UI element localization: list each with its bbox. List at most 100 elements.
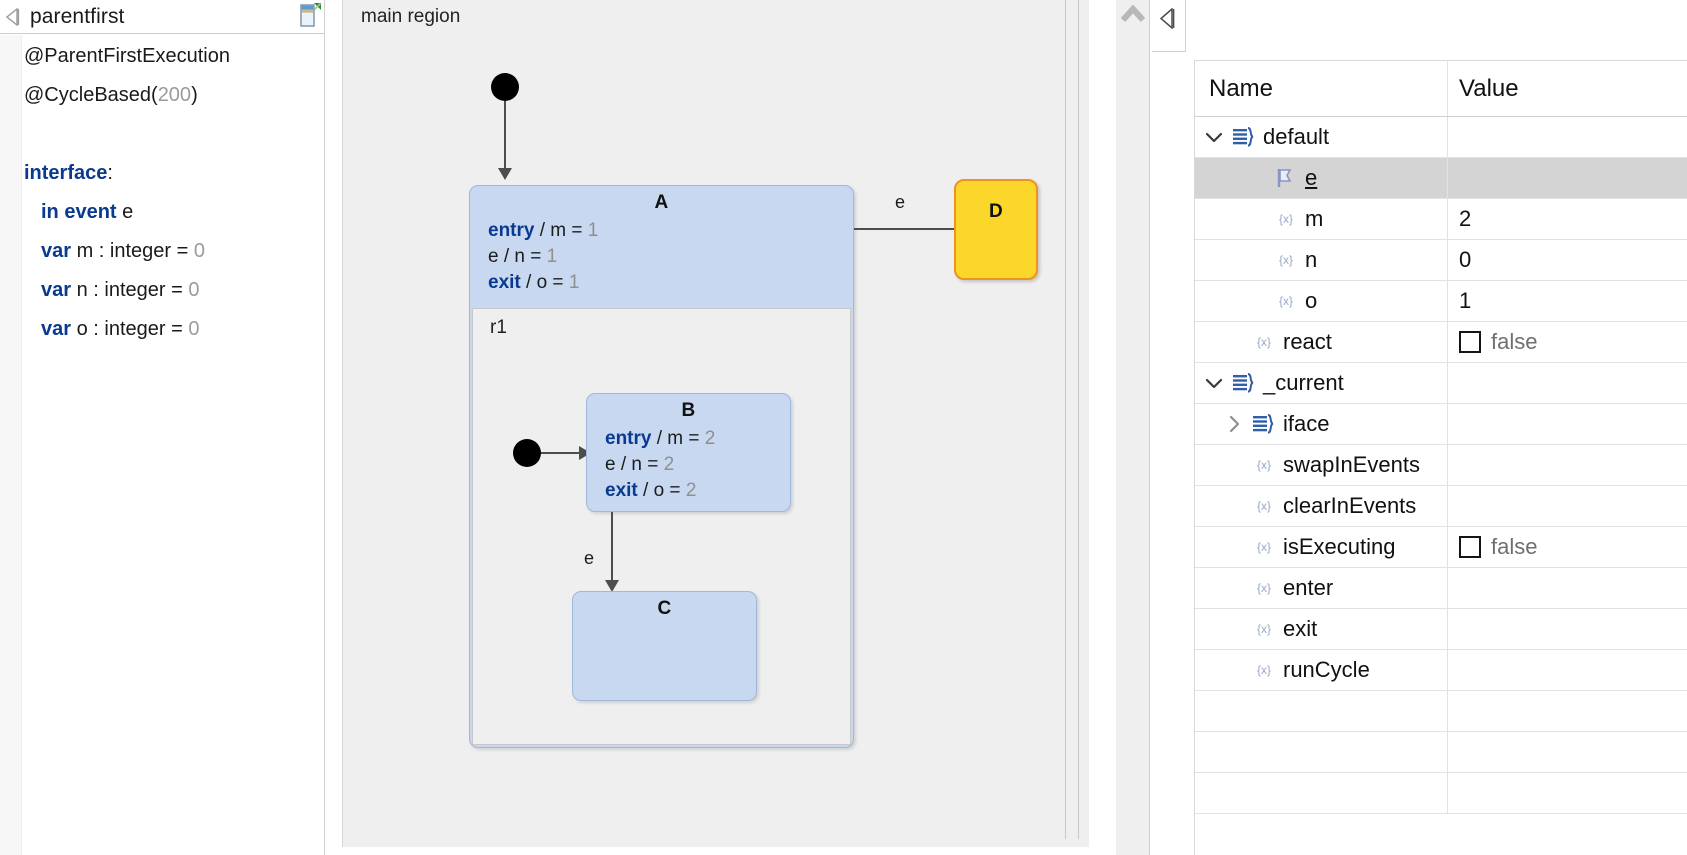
state-C[interactable]: C	[572, 591, 757, 701]
table-row[interactable]: {x}enter	[1195, 568, 1687, 609]
variables-table-header: Name Value	[1195, 61, 1687, 117]
variable-value-cell[interactable]	[1448, 404, 1687, 444]
variable-label: m	[1305, 206, 1324, 231]
table-row[interactable]: {x}clearInEvents	[1195, 486, 1687, 527]
code-line-annotation-parentfirst: @ParentFirstExecution	[24, 45, 230, 67]
table-row[interactable]: default	[1195, 117, 1687, 158]
chevron-down-icon[interactable]	[1201, 130, 1227, 144]
variable-value-cell[interactable]	[1448, 117, 1687, 157]
model-file-icon[interactable]	[290, 0, 324, 34]
chevron-down-icon[interactable]	[1201, 376, 1227, 390]
table-row[interactable]: {x}swapInEvents	[1195, 445, 1687, 486]
table-row[interactable]: {x}runCycle	[1195, 650, 1687, 691]
variable-name-cell[interactable]	[1195, 732, 1448, 772]
state-A-event-text: e / n =	[488, 246, 547, 267]
collapse-left-arrow-icon[interactable]	[1152, 0, 1186, 52]
table-row[interactable]: {x}exit	[1195, 609, 1687, 650]
state-B-event-text: e / n =	[605, 454, 664, 475]
transition-line-A-to-D	[854, 228, 972, 230]
variable-name-cell[interactable]: {x}runCycle	[1195, 650, 1448, 690]
text-model-editor-pane: parentfirst @ParentFirstExecution @Cycle…	[0, 0, 325, 855]
variable-icon: {x}	[1247, 661, 1281, 679]
diagram-canvas[interactable]: main region A entry / m = 1 e / n = 1 ex…	[342, 0, 1089, 847]
variable-value-cell[interactable]: 0	[1448, 240, 1687, 280]
variable-value-cell[interactable]	[1448, 609, 1687, 649]
table-row[interactable]: {x}o 1	[1195, 281, 1687, 322]
variable-name-cell[interactable]: {x}n	[1195, 240, 1448, 280]
checkbox-icon[interactable]	[1459, 331, 1481, 353]
svg-text:{x}: {x}	[1279, 212, 1293, 226]
state-A-entry-action: entry / m = 1	[488, 218, 853, 244]
editor-body[interactable]: @ParentFirstExecution @CycleBased(200) i…	[0, 35, 324, 855]
variable-name-cell[interactable]: {x}clearInEvents	[1195, 486, 1448, 526]
code-keyword-in-event: in event	[41, 201, 117, 223]
code-keyword-interface: interface	[24, 162, 108, 184]
variable-value-cell[interactable]	[1448, 773, 1687, 813]
variable-value-cell[interactable]	[1448, 568, 1687, 608]
panel-divider-strip	[1116, 0, 1186, 855]
variable-name-cell[interactable]: _current	[1195, 363, 1448, 403]
variable-value-cell[interactable]: 2	[1448, 199, 1687, 239]
state-A-entry-rest: / m =	[534, 220, 588, 241]
table-row[interactable]: e	[1195, 158, 1687, 199]
region-r1[interactable]: r1 B entry / m = 2 e / n = 2 exit / o = …	[472, 308, 851, 745]
variable-name-cell[interactable]: {x}enter	[1195, 568, 1448, 608]
variable-value-cell[interactable]	[1448, 445, 1687, 485]
state-B-exit-value: 2	[685, 480, 697, 501]
variable-name-cell[interactable]: {x}swapInEvents	[1195, 445, 1448, 485]
variable-value-cell[interactable]: false	[1448, 527, 1687, 567]
variable-value-cell[interactable]: false	[1448, 322, 1687, 362]
collapse-left-arrow-icon[interactable]	[0, 0, 26, 34]
table-row[interactable]	[1195, 691, 1687, 732]
column-header-value[interactable]: Value	[1459, 74, 1519, 102]
variable-name-cell[interactable]: {x}isExecuting	[1195, 527, 1448, 567]
initial-state-node-main[interactable]	[491, 73, 519, 101]
table-row[interactable]: {x} m 2	[1195, 199, 1687, 240]
checkbox-icon[interactable]	[1459, 536, 1481, 558]
svg-text:{x}: {x}	[1257, 499, 1271, 513]
state-D[interactable]: D	[954, 179, 1038, 280]
state-B-actions: entry / m = 2 e / n = 2 exit / o = 2	[587, 422, 790, 510]
variable-value-cell[interactable]	[1448, 158, 1687, 198]
variable-name-cell[interactable]: {x}react	[1195, 322, 1448, 362]
transition-label-A-to-D: e	[895, 192, 906, 212]
variable-icon: {x}	[1247, 579, 1281, 597]
variable-name-cell[interactable]: default	[1195, 117, 1448, 157]
model-source-code[interactable]: @ParentFirstExecution @CycleBased(200) i…	[24, 37, 322, 855]
variable-value-cell[interactable]: 1	[1448, 281, 1687, 321]
variable-name-cell[interactable]: {x} m	[1195, 199, 1448, 239]
column-header-name[interactable]: Name	[1195, 61, 1448, 116]
state-B[interactable]: B entry / m = 2 e / n = 2 exit / o = 2	[586, 393, 791, 512]
variable-value-cell[interactable]	[1448, 650, 1687, 690]
variable-name-cell[interactable]	[1195, 773, 1448, 813]
variable-name-cell[interactable]: e	[1195, 158, 1448, 198]
initial-state-node-r1[interactable]	[513, 439, 541, 467]
variable-value-cell[interactable]	[1448, 732, 1687, 772]
code-var-value-m: 0	[193, 240, 205, 262]
variable-name-cell[interactable]: iface	[1195, 404, 1448, 444]
chevron-up-icon[interactable]	[1120, 2, 1146, 26]
variable-value-cell[interactable]	[1448, 363, 1687, 403]
chevron-right-icon[interactable]	[1221, 414, 1247, 434]
variable-name-cell[interactable]: {x}o	[1195, 281, 1448, 321]
table-row[interactable]	[1195, 773, 1687, 814]
variable-value-text: 1	[1459, 288, 1472, 313]
diagram-scrollbar-track[interactable]	[1116, 0, 1150, 855]
diagram-vertical-scrollbar[interactable]	[1065, 0, 1079, 839]
state-B-event-action: e / n = 2	[605, 452, 790, 478]
table-row[interactable]: iface	[1195, 404, 1687, 445]
chevron-up-glyph	[1120, 4, 1146, 23]
variable-name-cell[interactable]: {x}exit	[1195, 609, 1448, 649]
table-row[interactable]	[1195, 732, 1687, 773]
table-row[interactable]: _current	[1195, 363, 1687, 404]
state-B-exit-action: exit / o = 2	[605, 478, 790, 504]
variable-value-cell[interactable]	[1448, 486, 1687, 526]
variable-value-cell[interactable]	[1448, 691, 1687, 731]
variable-name-cell[interactable]	[1195, 691, 1448, 731]
state-A[interactable]: A entry / m = 1 e / n = 1 exit / o = 1 r…	[469, 185, 854, 748]
variable-label: enter	[1283, 575, 1334, 600]
